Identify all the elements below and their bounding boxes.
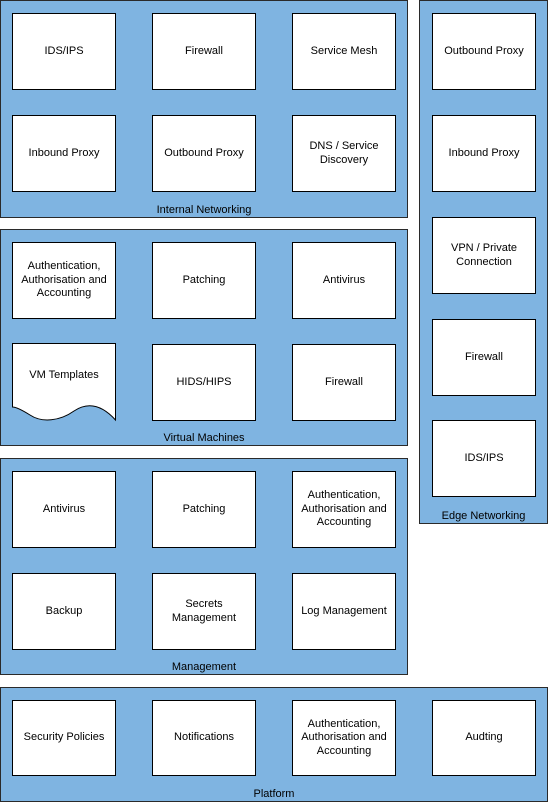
box-firewall-vm: Firewall [292,344,396,421]
box-firewall-internal: Firewall [152,13,256,90]
group-label-management: Management [171,661,237,673]
box-ids-ips-internal: IDS/IPS [12,13,116,90]
box-outbound-proxy-internal: Outbound Proxy [152,115,256,192]
box-dns-service-discovery: DNS / Service Discovery [292,115,396,192]
box-vm-templates: VM Templates [29,369,99,381]
box-antivirus-vm: Antivirus [292,242,396,319]
box-patching-vm: Patching [152,242,256,319]
box-aaa-vm: Authentication, Authorisation and Accoun… [12,242,116,319]
box-aaa-platform: Authentication, Authorisation and Accoun… [292,700,396,776]
box-log-management: Log Management [292,573,396,650]
group-label-edge-networking: Edge Networking [441,510,526,522]
box-security-policies: Security Policies [12,700,116,776]
box-backup: Backup [12,573,116,650]
group-label-virtual-machines: Virtual Machines [163,432,245,444]
box-outbound-proxy-edge: Outbound Proxy [432,13,536,90]
box-inbound-proxy-internal: Inbound Proxy [12,115,116,192]
box-service-mesh: Service Mesh [292,13,396,90]
box-antivirus-mgmt: Antivirus [12,471,116,548]
group-label-internal-networking: Internal Networking [156,204,252,216]
box-vpn-private-connection: VPN / Private Connection [432,217,536,294]
box-inbound-proxy-edge: Inbound Proxy [432,115,536,192]
group-label-platform: Platform [253,788,295,800]
box-aaa-mgmt: Authentication, Authorisation and Accoun… [292,471,396,548]
box-secrets-management: Secrets Management [152,573,256,650]
box-firewall-edge: Firewall [432,319,536,396]
box-ids-ips-edge: IDS/IPS [432,420,536,497]
box-notifications: Notifications [152,700,256,776]
vm-templates-document-shape [12,343,116,422]
box-audting: Audting [432,700,536,776]
box-patching-mgmt: Patching [152,471,256,548]
box-hids-hips: HIDS/HIPS [152,344,256,421]
